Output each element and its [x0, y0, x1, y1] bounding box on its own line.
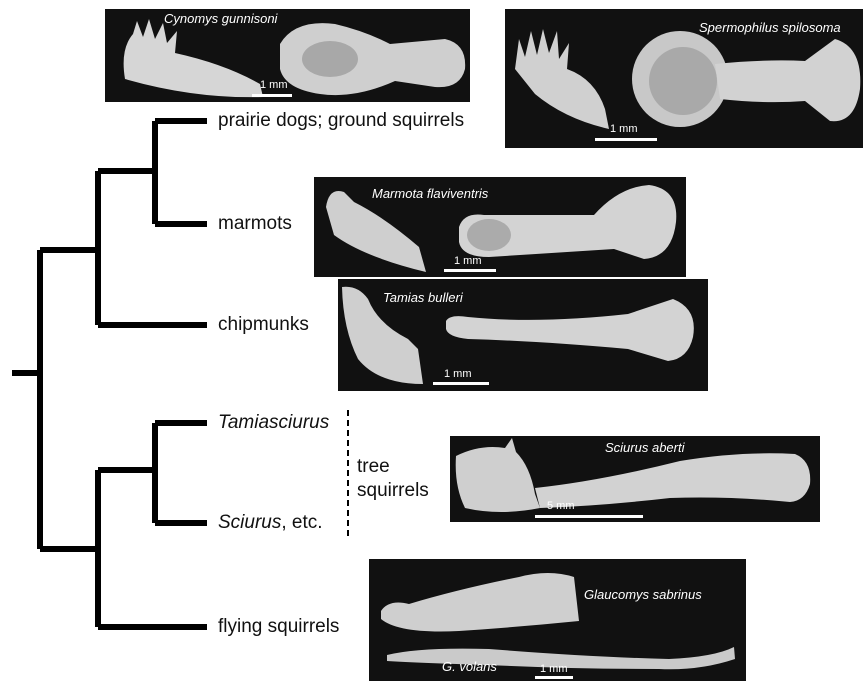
- taxon-sciurus: Sciurus, etc.: [218, 512, 323, 534]
- scale-label-cynomys: 1 mm: [260, 79, 288, 91]
- species-label-cynomys: Cynomys gunnisoni: [164, 11, 277, 26]
- taxon-prairie-dogs: prairie dogs; ground squirrels: [218, 110, 464, 132]
- scale-label-sciurus: 5 mm: [547, 500, 575, 512]
- group-label-squirrels: squirrels: [357, 480, 429, 502]
- scale-bar-spermophilus: [595, 138, 657, 141]
- scale-bar-sciurus: [535, 515, 643, 518]
- scale-label-marmota: 1 mm: [454, 255, 482, 267]
- scale-bar-cynomys: [252, 94, 292, 97]
- taxon-sciurus-genus: Sciurus: [218, 512, 281, 533]
- species-label-g-volans: G. volans: [442, 659, 497, 674]
- scale-bar-glaucomys: [535, 676, 573, 679]
- scale-bar-marmota: [444, 269, 496, 272]
- species-label-glaucomys: Glaucomys sabrinus: [584, 587, 702, 602]
- group-label-tree: tree: [357, 456, 390, 478]
- taxon-flying-squirrels: flying squirrels: [218, 616, 339, 638]
- species-label-spermophilus: Spermophilus spilosoma: [699, 20, 841, 35]
- species-label-tamias: Tamias bulleri: [383, 290, 463, 305]
- scale-label-glaucomys: 1 mm: [540, 663, 568, 675]
- taxon-marmots: marmots: [218, 213, 292, 235]
- species-label-sciurus: Sciurus aberti: [605, 440, 684, 455]
- species-label-marmota: Marmota flaviventris: [372, 186, 488, 201]
- scale-label-tamias: 1 mm: [444, 368, 472, 380]
- photo-spermophilus: Spermophilus spilosoma 1 mm: [505, 9, 863, 148]
- taxon-tamiasciurus: Tamiasciurus: [218, 412, 329, 434]
- scale-label-spermophilus: 1 mm: [610, 123, 638, 135]
- taxon-chipmunks: chipmunks: [218, 314, 309, 336]
- taxon-sciurus-suffix: , etc.: [281, 512, 322, 533]
- photo-sciurus: Sciurus aberti 5 mm: [450, 436, 820, 522]
- scale-bar-tamias: [433, 382, 489, 385]
- photo-glaucomys: Glaucomys sabrinus G. volans 1 mm: [369, 559, 746, 681]
- photo-marmota: Marmota flaviventris 1 mm: [314, 177, 686, 277]
- photo-tamias: Tamias bulleri 1 mm: [338, 279, 708, 391]
- photo-cynomys: Cynomys gunnisoni 1 mm: [105, 9, 470, 102]
